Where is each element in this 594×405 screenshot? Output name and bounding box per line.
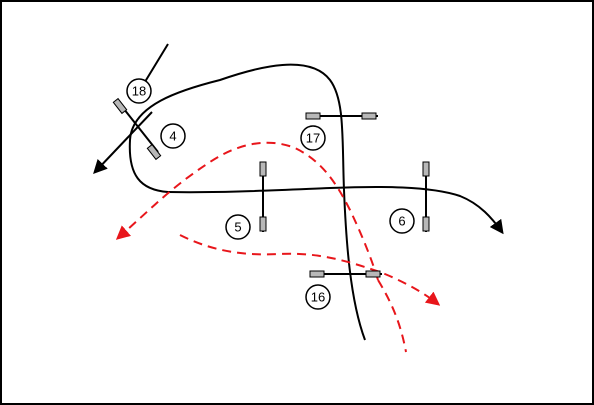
- node-4: 4: [160, 123, 186, 149]
- node-16: 16: [305, 284, 331, 310]
- node-5-label: 5: [234, 220, 241, 235]
- node-18: 18: [126, 78, 152, 104]
- node-17: 17: [300, 125, 326, 151]
- node-6-label: 6: [398, 214, 405, 229]
- solid-crossing-route: [167, 185, 504, 235]
- marker-6: [422, 161, 430, 232]
- marker-16: [309, 270, 382, 278]
- dashed-lower-route: [179, 234, 441, 306]
- node-17-label: 17: [306, 131, 320, 146]
- node-5: 5: [225, 214, 251, 240]
- marker-17: [305, 112, 378, 120]
- dashed-right-route: [377, 279, 407, 353]
- node-16-label: 16: [311, 290, 325, 305]
- marker-5: [259, 161, 267, 232]
- node-4-label: 4: [169, 129, 176, 144]
- marker-18-4: [112, 97, 162, 161]
- solid-loop-route: [128, 63, 366, 341]
- node-18-label: 18: [132, 84, 146, 99]
- node-6: 6: [389, 208, 415, 234]
